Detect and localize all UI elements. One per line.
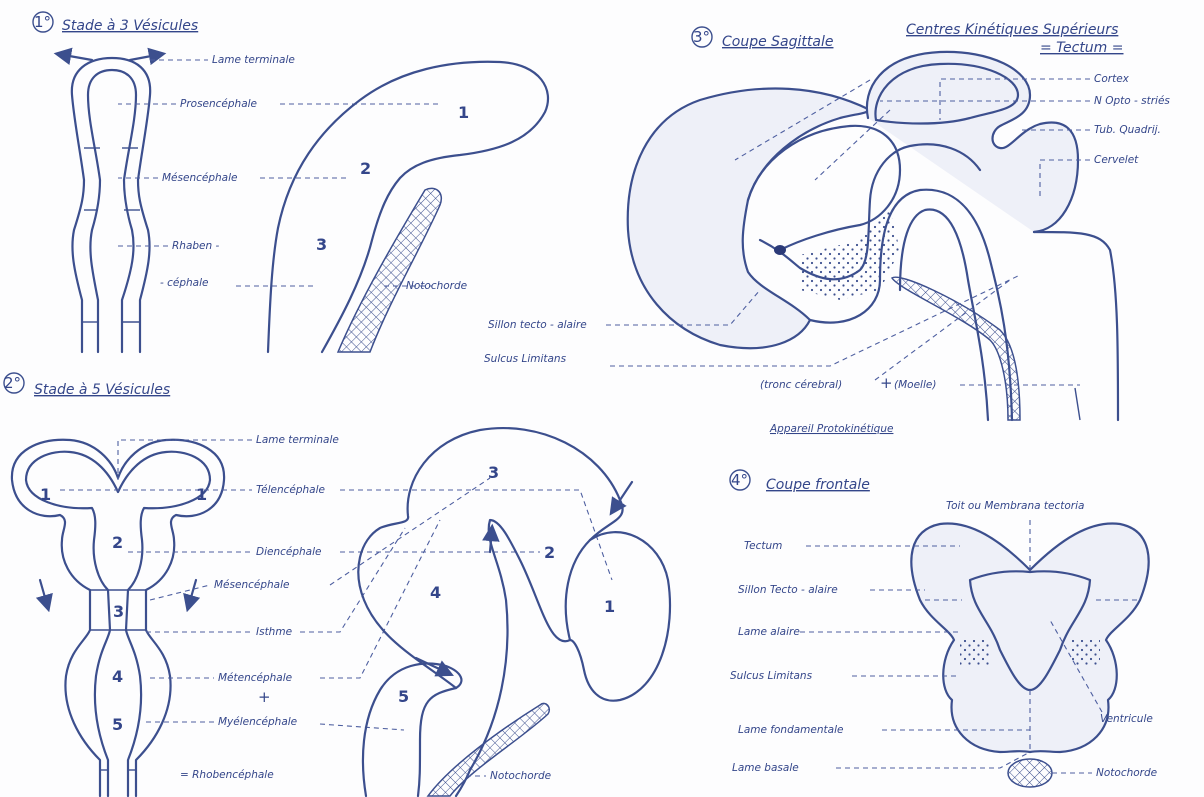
label-moelle: (Moelle) [894,379,936,391]
label-cephale: - céphale [160,277,209,289]
label-mesencephale-2: Mésencéphale [214,579,289,591]
telencephalic-vesicle [570,532,670,701]
section-4-title: Coupe frontale [766,477,870,493]
section-1-three-vesicles: 1° Stade à 3 Vésicules Lame terminale Pr… [33,12,548,352]
label-lame-terminale-1: Lame terminale [212,54,295,66]
label-toit: Toit ou Membrana tectoria [946,500,1084,512]
label-plus-s2: + [258,688,271,706]
num-1a-s2: 1 [40,485,51,504]
label-notochorde-1: Notochorde [406,280,467,292]
num-1-s1: 1 [458,103,469,122]
label-appareil-protokinetique: Appareil Protokinétique [769,423,893,435]
sulcus-dots-right [1072,640,1100,665]
num-3-r-s2: 3 [488,463,499,482]
notochorde-1 [338,188,441,352]
num-5-r-s2: 5 [398,687,409,706]
section-3-number: 3° [693,28,710,46]
section-1-title: Stade à 3 Vésicules [62,18,198,34]
label-rhaben: Rhaben - [172,240,220,252]
label-lame-fondamentale: Lame fondamentale [738,724,843,736]
label-notochorde-4: Notochorde [1096,767,1157,779]
label-isthme: Isthme [256,626,292,638]
label-sillon-tecto-alaire: Sillon tecto - alaire [488,319,587,331]
label-lame-alaire: Lame alaire [738,626,800,638]
label-rhombencephale: = Rhobencéphale [180,769,274,781]
label-sulcus-limitans-4: Sulcus Limitans [730,670,813,682]
label-lame-basale: Lame basale [732,762,799,774]
num-3-s2: 3 [113,602,124,621]
label-mesencephale-1: Mésencéphale [162,172,237,184]
label-ventricule: Ventricule [1100,713,1153,725]
num-3-s1: 3 [316,235,327,254]
sulcus-dots-left [960,640,990,665]
striatum-dots [800,210,900,300]
num-4-r-s2: 4 [430,583,441,602]
label-cortex: Cortex [1094,73,1130,85]
label-cervelet: Cervelet [1094,154,1139,166]
neural-tube-inner [88,70,136,352]
section-3-sagittal: 3° Coupe Sagittale Centres Kinétiques Su… [484,22,1170,435]
label-tronc-cerebral: (tronc cérebral) [760,379,842,391]
label-prosencephale: Prosencéphale [180,98,257,110]
num-2-s2: 2 [112,533,123,552]
label-tub-quadrij: Tub. Quadrij. [1094,124,1161,136]
section-2-number: 2° [4,374,21,392]
section-3-title: Coupe Sagittale [722,34,833,50]
dark-nucleus [774,245,786,255]
label-myelencephale: Myélencéphale [218,716,297,728]
label-plus-s3: + [880,374,893,392]
section-2-title: Stade à 5 Vésicules [34,382,170,398]
label-lame-terminale-2: Lame terminale [256,434,339,446]
section-4-frontal: 4° Coupe frontale Toit ou Membrana tecto… [730,470,1157,787]
label-opto-stries: N Opto - striés [1094,95,1170,107]
label-metencephale: Métencéphale [218,672,292,684]
neural-tube-outer [72,58,150,352]
label-notochorde-2: Notochorde [490,770,551,782]
section-4-number: 4° [731,471,748,489]
label-sulcus-limitans: Sulcus Limitans [484,353,567,365]
num-1-r-s2: 1 [604,597,615,616]
label-diencephale: Diencéphale [256,546,321,558]
five-vesicle-inner [26,452,210,796]
num-4-s2: 4 [112,667,123,686]
num-2-r-s2: 2 [544,543,555,562]
label-telencephale: Télencéphale [256,484,325,496]
section-1-number: 1° [34,13,51,31]
label-sillon-tecto-4: Sillon Tecto - alaire [738,584,838,596]
section-3-header: Centres Kinétiques Supérieurs [906,22,1118,38]
label-tectum-4: Tectum [744,540,782,552]
notochorde-2 [428,703,549,796]
notochorde-4 [1008,759,1052,787]
section-3-tectum: = Tectum = [1040,40,1124,56]
num-1b-s2: 1 [196,485,207,504]
three-vesicle-profile [268,62,548,352]
section-2-five-vesicles: 2° Stade à 5 Vésicules 1 1 2 3 4 5 Lame … [4,373,670,796]
num-5-s2: 5 [112,715,123,734]
num-2-s1: 2 [360,159,371,178]
notochorde-3 [892,277,1020,420]
